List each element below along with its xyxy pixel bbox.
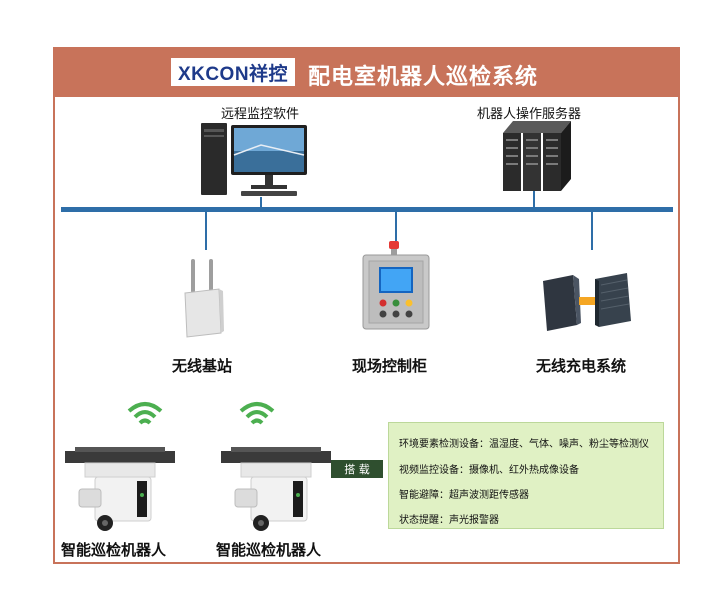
info-item: 智能避障：超声波测距传感器: [399, 490, 529, 501]
server-label: 机器人操作服务器: [477, 107, 582, 122]
inspection-robot-icon: [221, 447, 331, 531]
mounted-tag: 搭 载: [331, 460, 383, 478]
server-rack-icon: [503, 121, 571, 191]
base-station-connector: [205, 212, 207, 250]
charging-system-label: 无线充电系统: [536, 357, 627, 375]
info-item: 环境要素检测设备：温湿度、气体、噪声、粉尘等检测仪: [399, 439, 649, 450]
robot-label: 智能巡检机器人: [216, 541, 322, 559]
equipment-info-box: 环境要素检测设备：温湿度、气体、噪声、粉尘等检测仪 视频监控设备：摄像机、红外热…: [388, 422, 664, 529]
info-item: 状态提醒：声光报警器: [399, 515, 499, 526]
inspection-robot-icon: [65, 447, 175, 531]
computer-icon: [201, 123, 307, 196]
control-cabinet-icon: [362, 241, 430, 330]
brand-logo: XKCON祥控: [171, 58, 295, 86]
header-bar: XKCON祥控 配电室机器人巡检系统: [55, 49, 678, 97]
info-item: 视频监控设备：摄像机、红外热成像设备: [399, 465, 579, 476]
control-cabinet-label: 现场控制柜: [352, 357, 428, 375]
robot-label: 智能巡检机器人: [61, 541, 167, 559]
server-connector: [533, 191, 535, 209]
monitor-connector: [260, 197, 262, 209]
wireless-base-station-icon: [184, 259, 224, 338]
monitor-label: 远程监控软件: [221, 107, 300, 122]
cabinet-connector: [395, 212, 397, 250]
base-station-label: 无线基站: [172, 357, 233, 375]
wifi-icon: [127, 402, 163, 425]
page-title: 配电室机器人巡检系统: [308, 65, 539, 90]
charging-connector: [591, 212, 593, 250]
wireless-charger-icon: [543, 273, 631, 331]
network-bus: [61, 207, 673, 212]
diagram-frame: XKCON祥控 配电室机器人巡检系统 远程监控软件 机器人操作服务器: [53, 47, 680, 564]
wifi-icon: [239, 402, 275, 425]
